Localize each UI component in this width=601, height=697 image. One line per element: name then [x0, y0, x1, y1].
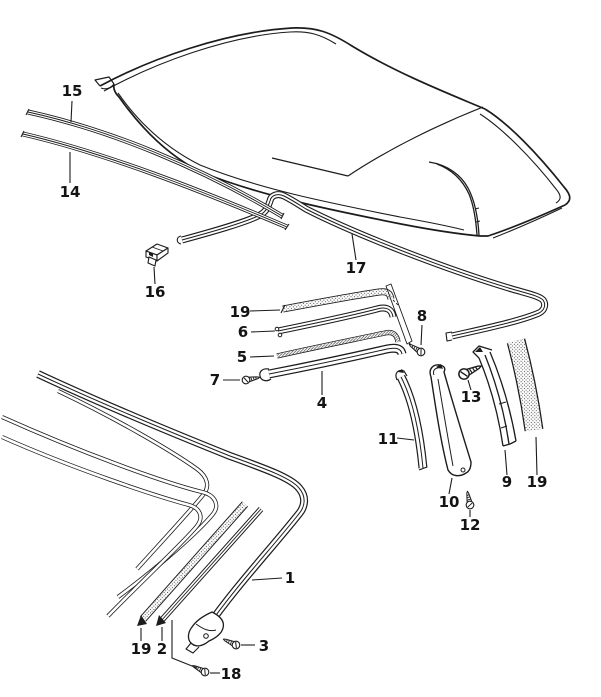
- part-number[interactable]: 19: [527, 473, 548, 491]
- leader-line: [249, 355, 275, 358]
- part-number[interactable]: 9: [502, 473, 512, 491]
- leader-line: [250, 330, 276, 333]
- leader-line: [467, 379, 472, 391]
- soft-top-drawing: [94, 27, 571, 239]
- part-number[interactable]: 1: [285, 569, 295, 587]
- leader-line: [504, 449, 508, 476]
- callout-11[interactable]: 11: [378, 430, 415, 448]
- leader-line: [448, 477, 453, 495]
- part-number[interactable]: 3: [259, 637, 269, 655]
- channel-9-drawing: [472, 345, 517, 447]
- callout-18[interactable]: 18: [171, 620, 242, 683]
- part-number[interactable]: 16: [145, 283, 166, 301]
- callout-15[interactable]: 15: [62, 82, 83, 123]
- callout-12[interactable]: 12: [460, 510, 481, 534]
- trim-11-drawing: [395, 369, 427, 470]
- callout-19-right[interactable]: 19: [527, 436, 548, 491]
- leader-line: [249, 309, 281, 312]
- part-number[interactable]: 15: [62, 82, 83, 100]
- part-number[interactable]: 19: [131, 640, 152, 658]
- rail-6-drawing: [275, 308, 393, 338]
- part-number[interactable]: 4: [317, 394, 327, 412]
- callout-19-bottom[interactable]: 19: [131, 628, 152, 658]
- attachment-leader-line: [171, 620, 198, 669]
- callout-7[interactable]: 7: [210, 371, 240, 389]
- leader-line: [420, 324, 423, 346]
- strip-2-drawing: [156, 509, 261, 626]
- part-number[interactable]: 5: [237, 348, 247, 366]
- trim-10-drawing: [429, 364, 472, 477]
- part-number[interactable]: 8: [417, 307, 427, 325]
- part-number[interactable]: 11: [378, 430, 399, 448]
- weatherstrip-17-drawing: [176, 195, 544, 342]
- strip-15-drawing: [26, 108, 284, 220]
- callout-4[interactable]: 4: [317, 371, 327, 412]
- rail-4-drawing: [259, 348, 402, 382]
- part-number[interactable]: 18: [221, 665, 242, 683]
- part-number[interactable]: 10: [439, 493, 460, 511]
- leader-line: [535, 436, 538, 476]
- callout-6[interactable]: 6: [238, 323, 276, 341]
- callout-14[interactable]: 14: [60, 152, 81, 201]
- part-number[interactable]: 19: [230, 303, 251, 321]
- leader-line: [251, 577, 283, 581]
- part-number[interactable]: 14: [60, 183, 81, 201]
- leader-line: [351, 233, 357, 261]
- rail-1-drawing: [38, 374, 304, 654]
- part-number[interactable]: 17: [346, 259, 367, 277]
- part-number[interactable]: 6: [238, 323, 248, 341]
- callout-9[interactable]: 9: [502, 449, 512, 491]
- part-number[interactable]: 12: [460, 516, 481, 534]
- callout-3[interactable]: 3: [241, 637, 269, 655]
- leader-line: [396, 437, 415, 441]
- clip-16-drawing: [145, 243, 169, 267]
- part-number[interactable]: 13: [461, 388, 482, 406]
- callout-19-middle[interactable]: 19: [230, 303, 281, 321]
- callout-1[interactable]: 1: [251, 569, 295, 587]
- strip-14-drawing: [21, 130, 289, 231]
- leader-line: [153, 266, 156, 285]
- callout-10[interactable]: 10: [439, 477, 460, 511]
- callout-2[interactable]: 2: [157, 627, 167, 658]
- pad-19-bottom-drawing: [137, 504, 245, 626]
- callouts: 15 14 16 17 19 6 5 7: [60, 82, 548, 683]
- callout-13[interactable]: 13: [461, 379, 482, 406]
- callout-5[interactable]: 5: [237, 348, 275, 366]
- leader-line: [70, 100, 73, 123]
- part-number[interactable]: 2: [157, 640, 167, 658]
- pad-19-middle-drawing: [281, 292, 391, 314]
- callout-16[interactable]: 16: [145, 266, 166, 301]
- mounting-bracket-drawing: [385, 283, 417, 349]
- callout-17[interactable]: 17: [346, 233, 367, 277]
- callout-8[interactable]: 8: [417, 307, 427, 346]
- part-number[interactable]: 7: [210, 371, 220, 389]
